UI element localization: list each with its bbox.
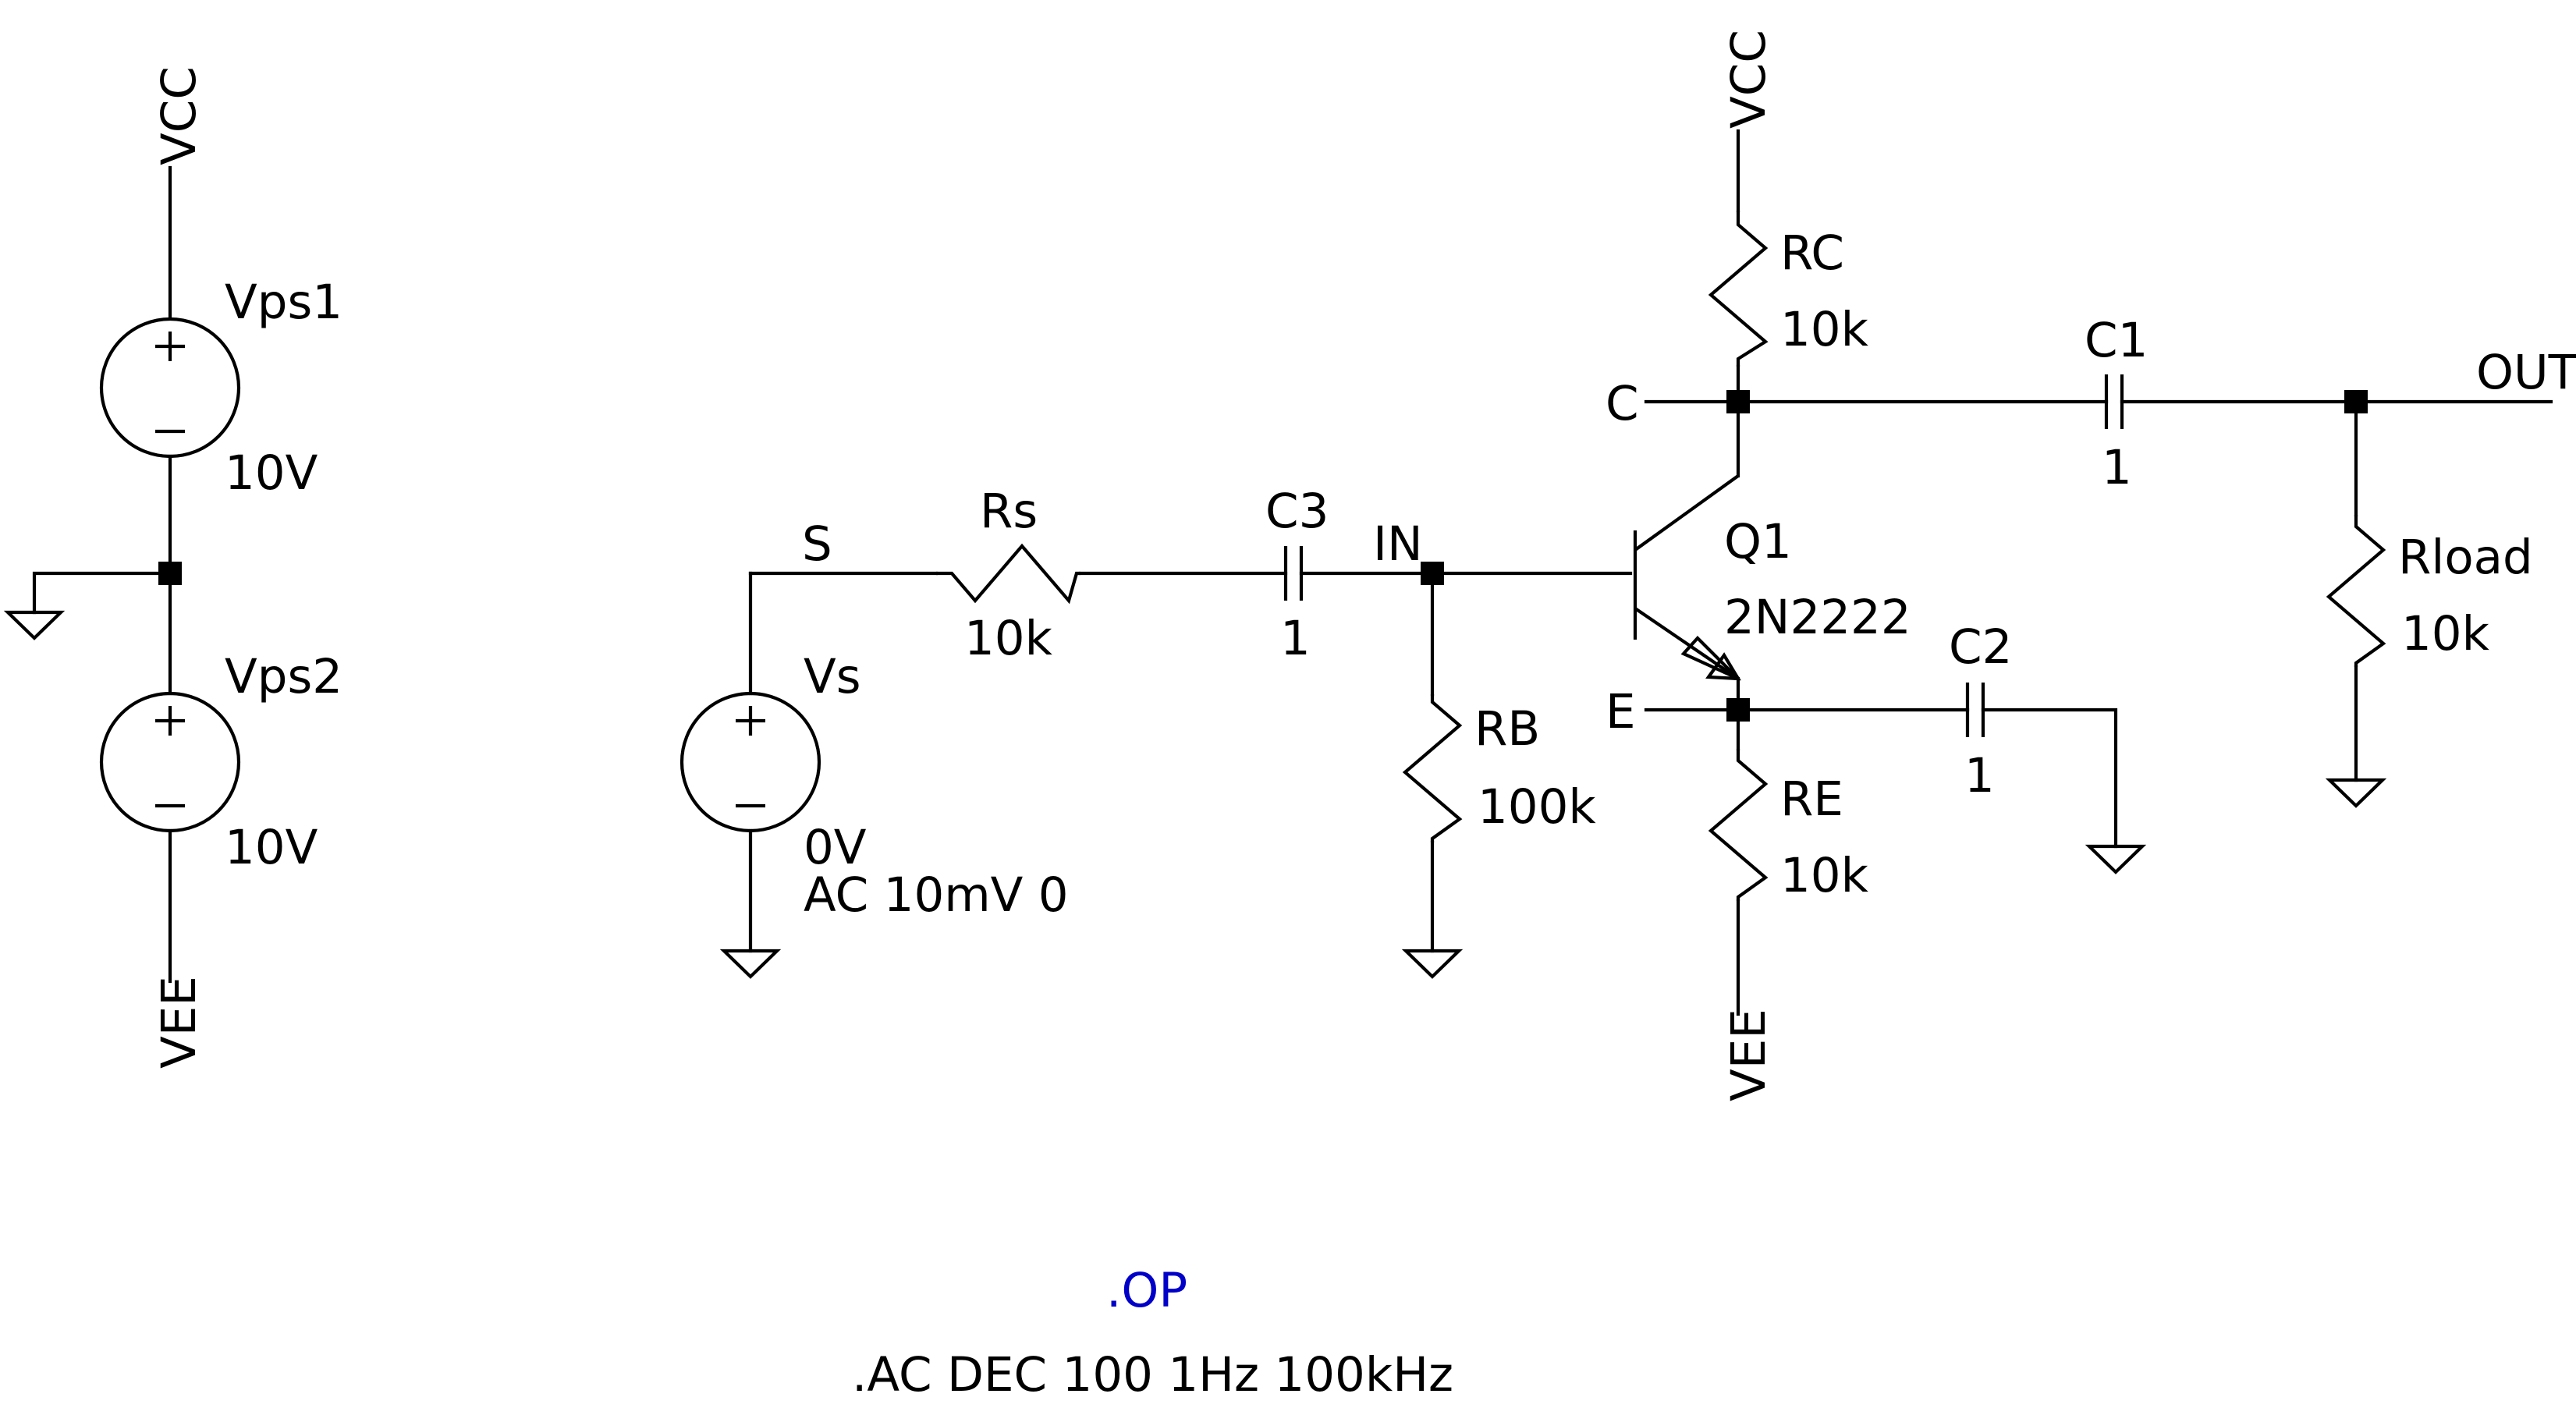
resistor-rs[interactable]: [936, 543, 1080, 605]
vps2-value: 10V: [225, 820, 318, 875]
capacitor-c3[interactable]: [1283, 546, 1304, 601]
capacitor-c1[interactable]: [2104, 374, 2124, 429]
ground-symbol-rb: [1401, 949, 1464, 979]
net-label-s: S: [802, 516, 832, 572]
ac-directive[interactable]: .AC DEC 100 1Hz 100kHz: [852, 1347, 1453, 1403]
c1-name: C1: [2085, 313, 2148, 368]
c2-value: 1: [1964, 748, 1995, 803]
rload-name: Rload: [2398, 530, 2533, 585]
ground-symbol-c2: [2085, 844, 2147, 874]
vs-name: Vs: [804, 649, 861, 704]
vs-ac-spec: AC 10mV 0: [804, 867, 1069, 923]
resistor-rc[interactable]: [1708, 211, 1769, 367]
rb-name: RB: [1474, 701, 1540, 757]
c1-value: 1: [2102, 440, 2132, 495]
net-label-in: IN: [1373, 516, 1423, 572]
resistor-rb[interactable]: [1402, 694, 1463, 842]
vcc-label-top: VCC: [1721, 30, 1776, 129]
c3-value: 1: [1280, 611, 1311, 666]
net-label-out: OUT: [2476, 345, 2576, 400]
vs-source[interactable]: [679, 691, 821, 833]
q1-model: 2N2222: [1724, 590, 1911, 645]
q1-name: Q1: [1724, 514, 1792, 569]
rs-value: 10k: [964, 611, 1053, 666]
op-directive[interactable]: .OP: [1106, 1263, 1187, 1318]
re-value: 10k: [1780, 848, 1869, 903]
resistor-re[interactable]: [1708, 749, 1769, 901]
rload-value: 10k: [2401, 606, 2490, 661]
ground-symbol-left: [3, 610, 66, 640]
transistor-q1[interactable]: [1633, 474, 1741, 681]
c2-name: C2: [1949, 619, 2012, 675]
c3-name: C3: [1265, 484, 1329, 539]
capacitor-c2[interactable]: [1965, 683, 1985, 737]
ground-symbol-vs: [719, 949, 782, 979]
re-name: RE: [1780, 771, 1843, 827]
vps1-value: 10V: [225, 445, 318, 501]
vps1-name: Vps1: [225, 275, 342, 330]
rc-name: RC: [1780, 225, 1844, 281]
rc-value: 10k: [1780, 302, 1869, 357]
vps1-source[interactable]: [99, 317, 241, 459]
resistor-rload[interactable]: [2326, 515, 2386, 667]
net-label-e: E: [1606, 684, 1636, 739]
vps2-name: Vps2: [225, 649, 342, 704]
wire-left-ground: [32, 571, 172, 615]
ground-symbol-rload: [2325, 778, 2387, 808]
rb-value: 100k: [1478, 779, 1596, 835]
vee-label-bottom: VEE: [1721, 1009, 1776, 1101]
vps2-source[interactable]: [99, 691, 241, 833]
junction-left-ground: [158, 562, 182, 585]
vee-label-left: VEE: [151, 976, 207, 1069]
rs-name: Rs: [980, 484, 1038, 539]
vcc-label-left: VCC: [151, 66, 207, 165]
vs-value: 0V: [804, 820, 867, 875]
net-label-c: C: [1606, 376, 1639, 431]
wire-c2-to-gnd: [1981, 708, 2118, 849]
